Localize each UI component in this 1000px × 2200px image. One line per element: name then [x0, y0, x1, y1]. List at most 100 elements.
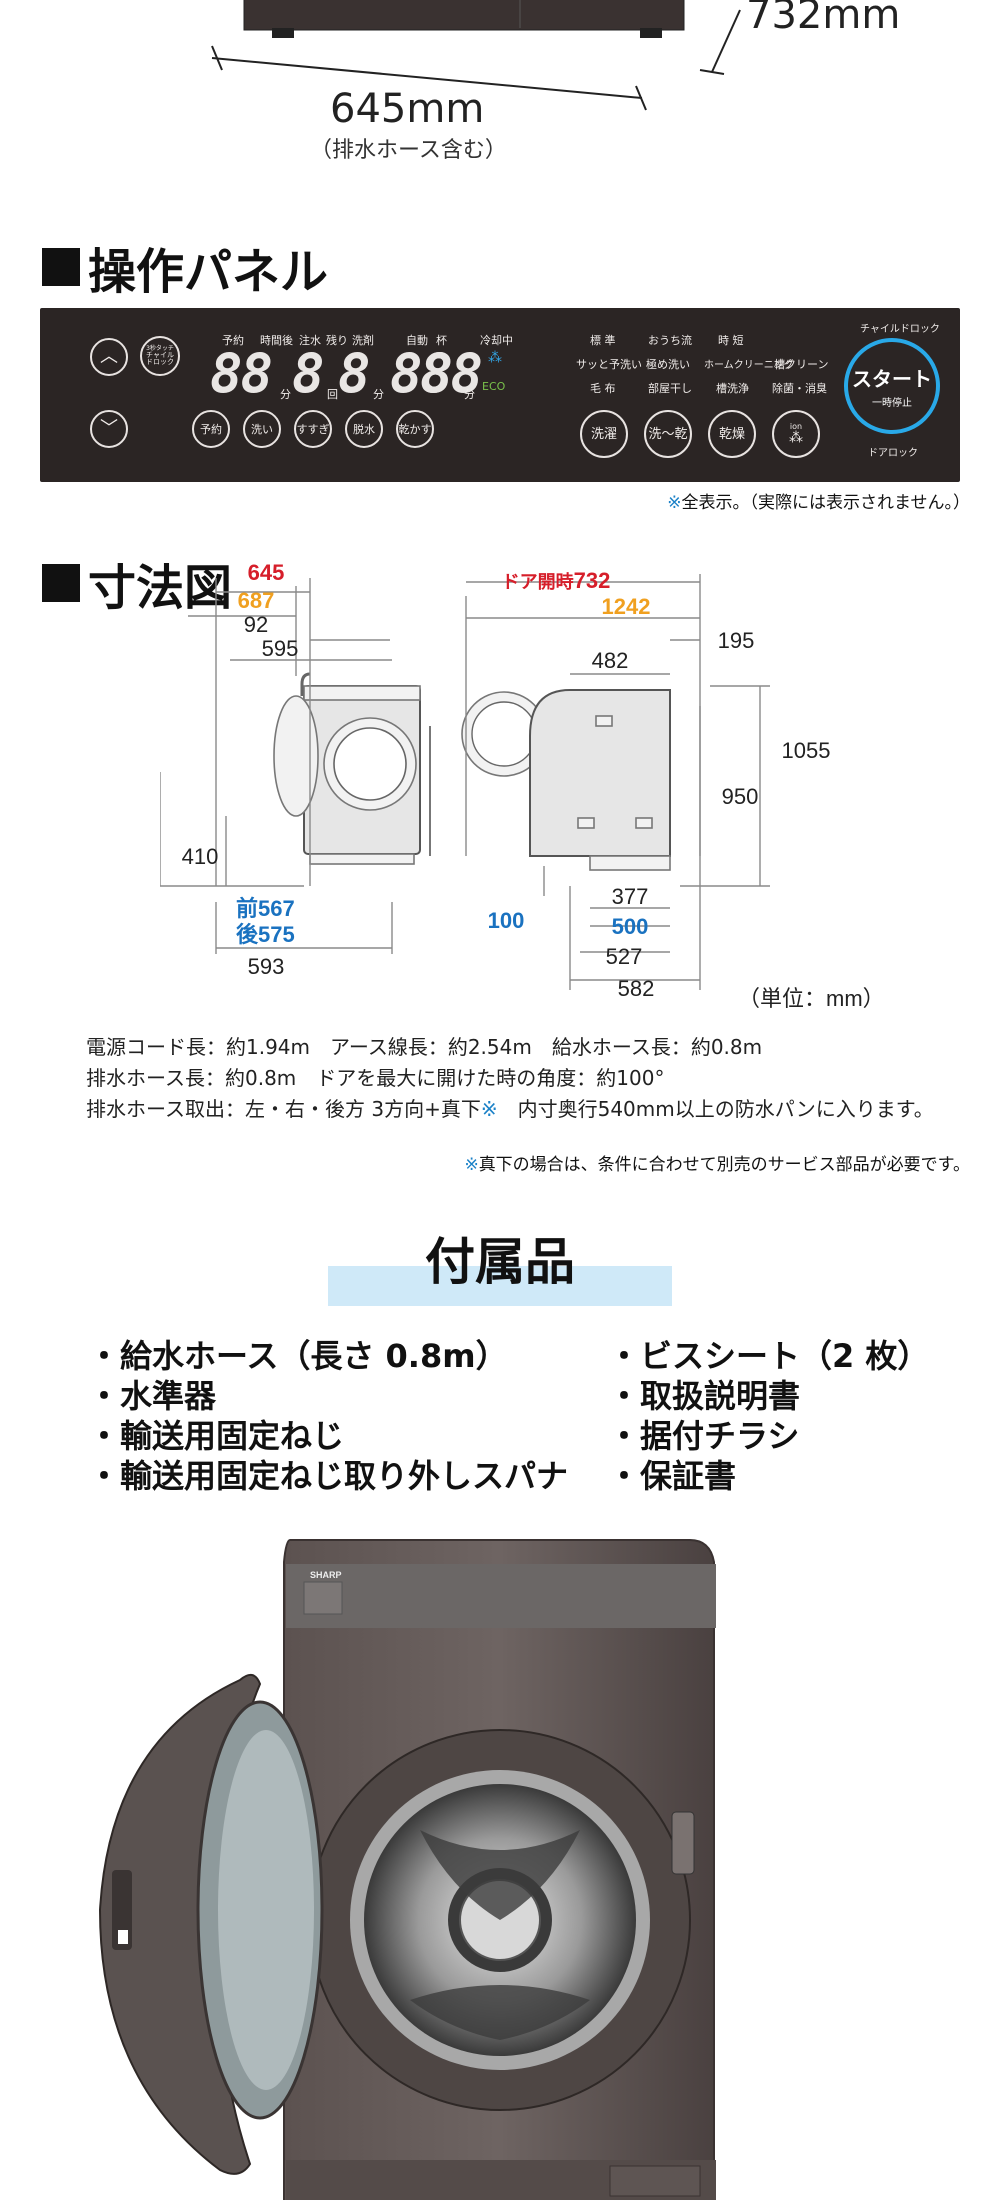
mode-dry-button[interactable]: 乾燥	[708, 410, 756, 458]
course-heyaboshi: 部屋干し	[648, 382, 692, 395]
accessory-item: ・給水ホース（長さ 0.8m）	[88, 1337, 508, 1375]
repair-note-text: 真下の場合は、条件に合わせて別売のサービス部品が必要です。	[478, 1155, 970, 1175]
dim-left-92: 92	[244, 612, 268, 637]
panel-section-heading: 操作パネル	[42, 232, 328, 302]
course-tubclean: 槽クリーン	[774, 358, 829, 371]
top-dimension-strip: 732mm 645mm （排水ホース含む）	[0, 0, 1000, 170]
course-homecleaning: ホームクリーニング	[704, 360, 794, 371]
ion-grapes-icon: ⁂	[789, 430, 803, 446]
front-view-machine	[273, 672, 431, 865]
course-blanket: 毛 布	[590, 382, 616, 395]
washer-door-open	[98, 1673, 324, 2175]
label-jido: 自動	[406, 334, 428, 347]
dim-right-500: 500	[612, 914, 649, 939]
display-digits-2: 8	[292, 342, 324, 405]
dry-button-label: 乾かす	[398, 422, 432, 436]
dim-right-482: 482	[592, 648, 629, 673]
washer-drum	[309, 1729, 691, 2111]
label-jikango: 時間後	[260, 334, 293, 347]
mode-wash-dry-button[interactable]: 洗～乾	[644, 410, 692, 458]
pause-label: 一時停止	[872, 398, 912, 409]
wash-button-label: 洗い	[251, 422, 273, 436]
heading-square-icon	[42, 564, 80, 602]
left-dim-lines	[160, 578, 393, 954]
dim-left-687: 687	[238, 588, 275, 613]
dim-left-rear-value: 575	[258, 922, 295, 947]
accessories-left-list: ・給水ホース（長さ 0.8m） ・水準器 ・輸送用固定ねじ ・輸送用固定ねじ取り…	[88, 1336, 568, 1496]
accessory-item: ・ビスシート（2 枚）	[608, 1337, 930, 1375]
door-circle	[461, 691, 547, 777]
operation-panel: ︿ ﹀ 3秒タッチ チャイルドロック 予約 時間後 注水 残り 洗剤 自動 杯 …	[40, 308, 960, 482]
dim-right-582: 582	[618, 976, 655, 1001]
dim-right-door-open: ドア開時732	[502, 568, 611, 593]
dim-right-377: 377	[612, 884, 649, 909]
childlock-button-label: チャイルドロック	[146, 351, 174, 366]
mode-wash-button[interactable]: 洗濯	[580, 410, 628, 458]
spec-line-2: 排水ホース長：約0.8m ドアを最大に開けた時の角度：約100°	[86, 1066, 665, 1090]
dim-left-593: 593	[248, 954, 285, 979]
dims-section-heading: 寸法図	[42, 548, 232, 618]
chevron-up-icon: ︿	[100, 346, 118, 367]
product-photo: SHARP	[98, 1539, 716, 2200]
course-tubwash: 槽洗浄	[716, 382, 749, 395]
filter-cover	[609, 2165, 701, 2197]
course-sterilize: 除菌・消臭	[772, 382, 827, 395]
mode-wash-label: 洗濯	[590, 426, 617, 442]
course-prewash: サッと予洗い	[576, 358, 642, 371]
side-view-machine	[529, 689, 671, 871]
dim-left-410: 410	[182, 844, 219, 869]
dry-button[interactable]: 乾かす	[396, 410, 434, 448]
accessory-item: ・取扱説明書	[608, 1377, 801, 1415]
dim-right-door-open-value: 732	[574, 568, 611, 593]
dim-left-rear-label: 後	[236, 922, 259, 947]
reserve-button-label: 予約	[200, 422, 222, 436]
dim-left-front-label: 前	[236, 896, 258, 921]
wash-button[interactable]: 洗い	[243, 410, 281, 448]
label-yoyaku: 予約	[222, 334, 244, 347]
mode-wash-dry-label: 洗～乾	[648, 426, 688, 442]
ion-label: ion	[789, 422, 803, 431]
display-digits-4: 88	[390, 342, 453, 405]
dim-left-rear: 後575	[236, 922, 295, 947]
start-label: スタート	[852, 367, 932, 391]
dim-right-door-open-label: ドア開時	[502, 572, 574, 592]
dim-unit-label: （単位：mm）	[738, 986, 885, 1011]
dim-right-1055: 1055	[782, 738, 831, 763]
display-digits-1: 88	[210, 342, 273, 405]
childlock-small-label: 3秒タッチ	[146, 345, 174, 352]
heading-square-icon	[42, 248, 80, 286]
childlock-top-label: チャイルドロック	[860, 324, 940, 335]
dim-right-527: 527	[606, 944, 643, 969]
accessories-title: 付属品	[425, 1233, 575, 1291]
panel-note-text: 全表示。（実際には表示されません。）	[681, 493, 971, 513]
course-kiwame: 極め洗い	[646, 358, 690, 371]
ion-button[interactable]: ion ⁂	[772, 410, 820, 458]
dimension-diagram: 645 687 92 595 1100 520 410 前567 後575 59…	[160, 560, 885, 1011]
reserve-button[interactable]: 予約	[192, 410, 230, 448]
display-unit-min-2: 分	[373, 388, 384, 401]
label-senzai: 洗剤	[352, 334, 374, 347]
display-digits-5: 88	[420, 342, 483, 405]
down-arrow-button[interactable]: ﹀	[90, 410, 128, 448]
spin-button-label: 脱水	[353, 422, 375, 436]
rinse-button-label: すすぎ	[296, 422, 330, 436]
spin-button[interactable]: 脱水	[345, 410, 383, 448]
accessory-item: ・輸送用固定ねじ	[88, 1417, 345, 1455]
childlock-button[interactable]: 3秒タッチ チャイルドロック	[140, 336, 180, 376]
repair-note-mark: ※	[464, 1155, 479, 1175]
label-chusui: 注水	[299, 334, 321, 347]
spec-line-3-b: 内寸奥行540mm以上の防水パンに入ります。	[497, 1097, 934, 1121]
display-unit-min-1: 分	[280, 388, 291, 401]
chevron-down-icon: ﹀	[100, 418, 118, 439]
start-button[interactable]: スタート 一時停止	[844, 338, 940, 434]
door-lock-label: ドアロック	[868, 448, 918, 459]
detergent-slot	[671, 1811, 695, 1875]
rinse-button[interactable]: すすぎ	[294, 410, 332, 448]
top-depth-value: 732mm	[746, 0, 901, 38]
up-arrow-button[interactable]: ︿	[90, 338, 128, 376]
dim-right-1242: 1242	[602, 594, 651, 619]
panel-display-note: ※全表示。（実際には表示されません。）	[667, 488, 970, 513]
ion-drop-icon: ⁂	[488, 350, 502, 366]
panel-note-mark: ※	[667, 493, 682, 513]
mode-dry-label: 乾燥	[718, 426, 745, 442]
